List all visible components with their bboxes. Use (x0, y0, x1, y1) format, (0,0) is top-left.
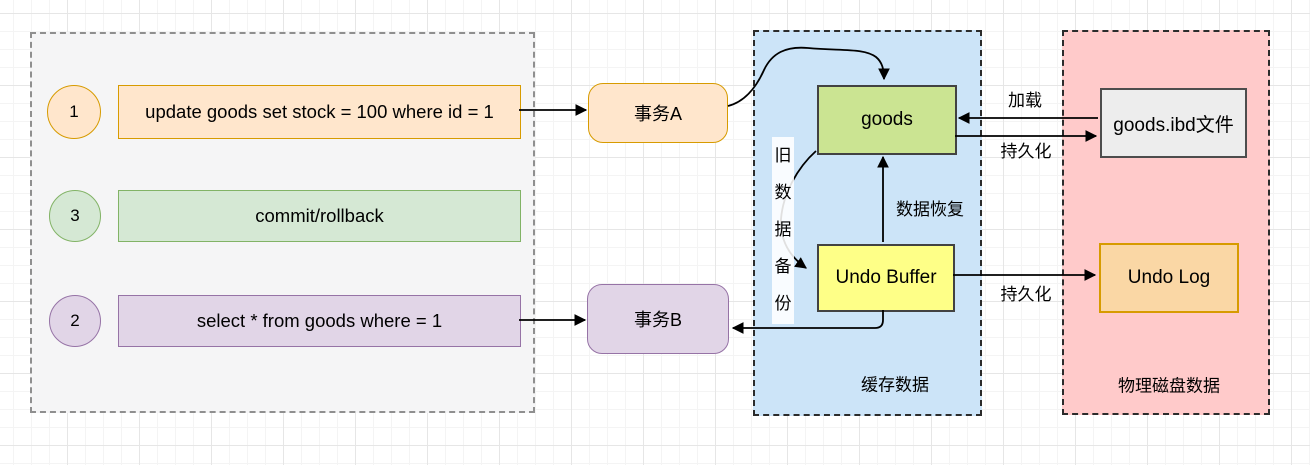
ibd-file-node: goods.ibd文件 (1100, 88, 1247, 158)
sql-commit-box: commit/rollback (118, 190, 521, 242)
sql-update-box: update goods set stock = 100 where id = … (118, 85, 521, 139)
step-circle-3: 3 (49, 190, 101, 242)
transaction-a-label: 事务A (633, 104, 682, 124)
step-number: 2 (70, 311, 80, 330)
undo-buffer-label: Undo Buffer (835, 267, 937, 288)
persist-goods-label: 持久化 (1000, 141, 1052, 161)
transaction-b-label: 事务B (633, 310, 682, 330)
step-number: 1 (69, 102, 79, 121)
undo-buffer-node: Undo Buffer (817, 244, 955, 312)
step-number: 3 (70, 206, 80, 225)
sql-steps-panel: 1 update goods set stock = 100 where id … (30, 32, 535, 413)
cache-panel-title: 缓存数据 (861, 375, 929, 395)
sql-select-box: select * from goods where = 1 (118, 295, 521, 347)
undo-log-node: Undo Log (1099, 243, 1239, 313)
step-circle-1: 1 (47, 85, 101, 139)
sql-update-text: update goods set stock = 100 where id = … (145, 101, 494, 122)
old-data-backup-label: 旧数据备份 (772, 137, 794, 324)
goods-node: goods (817, 85, 957, 155)
load-label: 加载 (1008, 90, 1042, 110)
step-circle-2: 2 (49, 295, 101, 347)
sql-select-text: select * from goods where = 1 (196, 310, 443, 331)
disk-data-panel: goods.ibd文件 Undo Log 物理磁盘数据 (1062, 30, 1270, 415)
transaction-b-node: 事务B (587, 284, 729, 354)
goods-label: goods (861, 109, 913, 130)
ibd-file-label: goods.ibd文件 (1113, 114, 1234, 136)
sql-commit-text: commit/rollback (255, 205, 384, 226)
persist-undo-label: 持久化 (1000, 284, 1052, 304)
cache-data-panel: goods Undo Buffer 旧数据备份 数据恢复 缓存数据 (753, 30, 982, 416)
transaction-a-node: 事务A (588, 83, 728, 143)
undo-log-label: Undo Log (1127, 267, 1211, 288)
disk-panel-title: 物理磁盘数据 (1118, 376, 1220, 396)
data-recovery-label: 数据恢复 (896, 199, 964, 219)
